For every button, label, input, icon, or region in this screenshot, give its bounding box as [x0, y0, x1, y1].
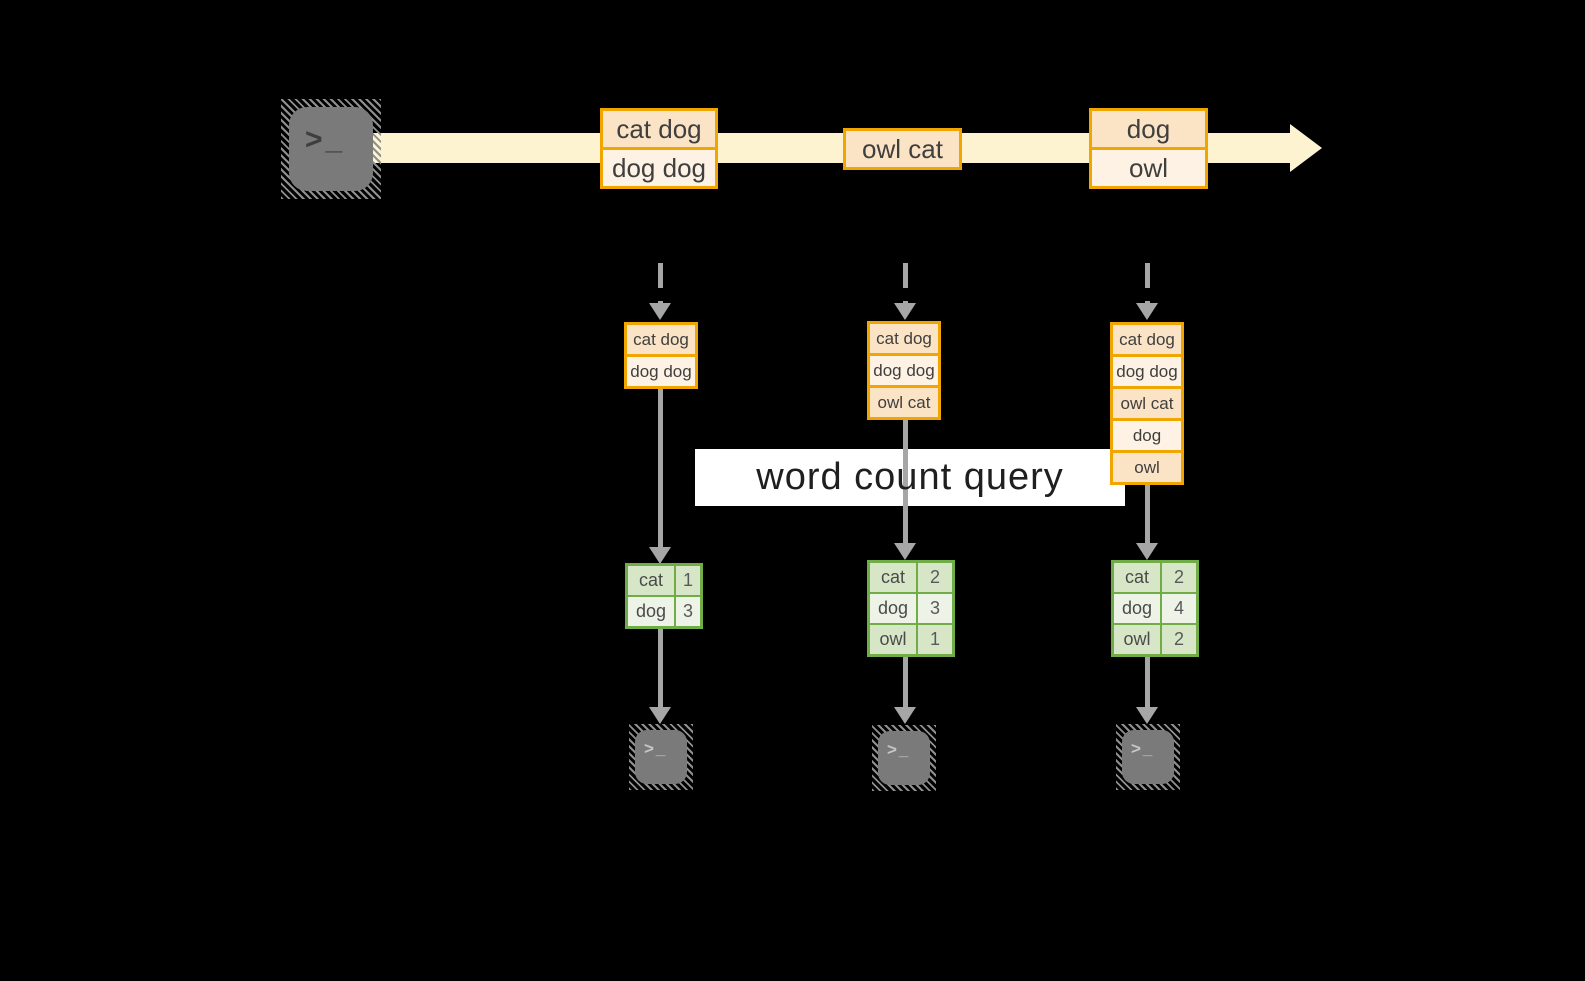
- dashed-arrow-down-icon: [649, 263, 671, 320]
- count-table-2: cat 2 dog 3 owl 1: [867, 560, 955, 657]
- stream-arrow-head-icon: [1290, 124, 1322, 172]
- stream-record-3: dog owl: [1089, 108, 1208, 189]
- arrow-shaft: [1144, 263, 1150, 303]
- record-row: owl cat: [846, 131, 959, 167]
- word-cell: owl: [1114, 625, 1160, 654]
- solid-arrow-down-icon: [1136, 657, 1158, 724]
- record-row: dog dog: [603, 147, 715, 186]
- buffer-row: cat dog: [627, 325, 695, 354]
- stream-record-2: owl cat: [843, 128, 962, 170]
- solid-arrow-down-icon: [894, 419, 916, 560]
- buffer-row: dog dog: [627, 354, 695, 386]
- arrow-head-icon: [1136, 543, 1158, 560]
- table-row: dog 3: [628, 597, 700, 626]
- table-row: owl 2: [1114, 625, 1196, 654]
- buffer-row: dog dog: [1113, 354, 1181, 386]
- buffer-row: dog: [1113, 418, 1181, 450]
- count-table-3: cat 2 dog 4 owl 2: [1111, 560, 1199, 657]
- arrow-head-icon: [1136, 707, 1158, 724]
- query-banner-background: [695, 449, 1125, 506]
- arrow-head-icon: [894, 543, 916, 560]
- table-row: cat 2: [1114, 563, 1196, 592]
- word-cell: cat: [628, 566, 674, 595]
- arrow-head-icon: [1136, 303, 1158, 320]
- arrow-head-icon: [649, 707, 671, 724]
- buffer-row: cat dog: [1113, 325, 1181, 354]
- dashed-arrow-down-icon: [894, 263, 916, 320]
- count-table-1: cat 1 dog 3: [625, 563, 703, 629]
- arrow-head-icon: [649, 303, 671, 320]
- arrow-shaft: [1144, 657, 1150, 707]
- word-cell: dog: [628, 597, 674, 626]
- count-cell: 2: [1162, 563, 1196, 592]
- word-cell: dog: [870, 594, 916, 623]
- prompt-glyph: >_: [305, 123, 346, 156]
- terminal-icon: >_: [629, 724, 693, 790]
- table-row: cat 2: [870, 563, 952, 592]
- buffer-row: dog dog: [870, 353, 938, 385]
- arrow-shaft: [902, 263, 908, 303]
- solid-arrow-down-icon: [649, 629, 671, 724]
- buffer-row: cat dog: [870, 324, 938, 353]
- arrow-shaft: [657, 389, 663, 547]
- arrow-shaft: [1144, 484, 1150, 543]
- terminal-screen: >_: [1122, 730, 1174, 784]
- table-row: dog 3: [870, 594, 952, 623]
- prompt-glyph: >_: [887, 740, 911, 759]
- word-cell: cat: [1114, 563, 1160, 592]
- arrow-shaft: [657, 629, 663, 707]
- arrow-head-icon: [894, 707, 916, 724]
- word-cell: dog: [1114, 594, 1160, 623]
- arrow-shaft: [657, 263, 663, 303]
- record-row: owl: [1092, 147, 1205, 186]
- count-cell: 2: [918, 563, 952, 592]
- count-cell: 4: [1162, 594, 1196, 623]
- prompt-glyph: >_: [1131, 739, 1155, 758]
- buffer-row: owl cat: [870, 385, 938, 417]
- dashed-arrow-down-icon: [1136, 263, 1158, 320]
- stream-record-1: cat dog dog dog: [600, 108, 718, 189]
- arrow-head-icon: [649, 547, 671, 564]
- count-cell: 3: [676, 597, 700, 626]
- table-row: cat 1: [628, 566, 700, 595]
- solid-arrow-down-icon: [649, 389, 671, 564]
- arrow-shaft: [902, 419, 908, 543]
- solid-arrow-down-icon: [1136, 484, 1158, 560]
- terminal-icon: >_: [281, 99, 381, 199]
- arrow-head-icon: [894, 303, 916, 320]
- terminal-icon: >_: [1116, 724, 1180, 790]
- buffer-stack-2: cat dog dog dog owl cat: [867, 321, 941, 420]
- terminal-screen: >_: [289, 107, 373, 191]
- table-row: dog 4: [1114, 594, 1196, 623]
- terminal-icon: >_: [872, 725, 936, 791]
- buffer-row: owl: [1113, 450, 1181, 482]
- word-cell: owl: [870, 625, 916, 654]
- count-cell: 2: [1162, 625, 1196, 654]
- terminal-screen: >_: [635, 730, 687, 784]
- count-cell: 1: [676, 566, 700, 595]
- count-cell: 3: [918, 594, 952, 623]
- terminal-screen: >_: [878, 731, 930, 785]
- solid-arrow-down-icon: [894, 657, 916, 724]
- record-row: cat dog: [603, 111, 715, 147]
- prompt-glyph: >_: [644, 739, 668, 758]
- count-cell: 1: [918, 625, 952, 654]
- record-row: dog: [1092, 111, 1205, 147]
- query-banner-label: word count query: [756, 456, 1064, 498]
- table-row: owl 1: [870, 625, 952, 654]
- buffer-stack-3: cat dog dog dog owl cat dog owl: [1110, 322, 1184, 485]
- word-cell: cat: [870, 563, 916, 592]
- arrow-shaft: [902, 657, 908, 707]
- buffer-stack-1: cat dog dog dog: [624, 322, 698, 389]
- buffer-row: owl cat: [1113, 386, 1181, 418]
